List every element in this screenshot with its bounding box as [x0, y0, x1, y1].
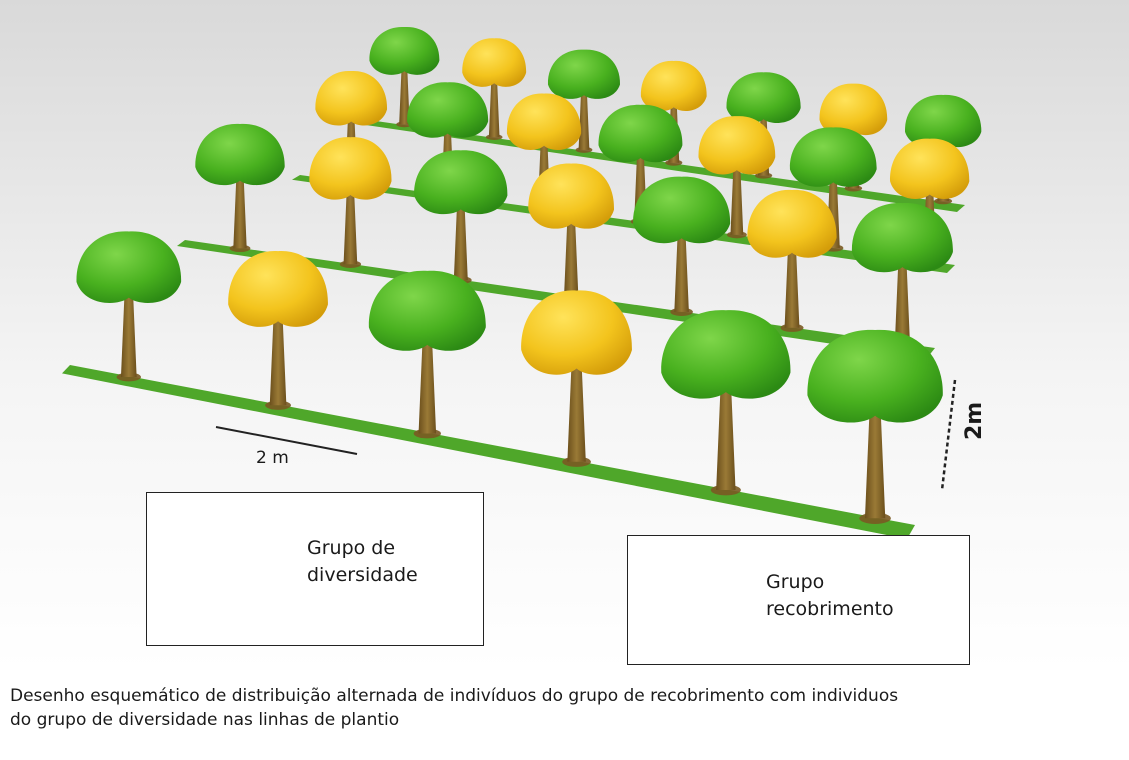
cover-tree [369, 26, 440, 128]
legend-cover-label: Grupo recobrimento [766, 571, 894, 620]
planting-row [347, 26, 982, 212]
scale-2m-vertical-line [940, 379, 957, 491]
legend-diversity-group: Grupo de diversidade [146, 492, 484, 646]
legend-cover-group: Grupo recobrimento [627, 535, 970, 665]
figure-caption: Desenho esquemático de distribuição alte… [10, 686, 899, 730]
diversity-tree [462, 38, 527, 141]
diversity-tree [309, 137, 392, 269]
legend-diversity-label: Grupo de diversidade [307, 537, 418, 586]
cover-tree [851, 203, 953, 348]
cover-tree [661, 310, 791, 496]
cover-tree [195, 123, 285, 253]
planting-rows [62, 26, 982, 539]
diversity-tree [228, 251, 328, 410]
cover-tree [368, 270, 486, 439]
scale-2m-horizontal-line [215, 426, 358, 455]
diversity-tree [521, 290, 632, 467]
diversity-tree [698, 116, 776, 239]
cover-tree [633, 176, 731, 316]
scale-2m-vertical-label: 2m [962, 401, 987, 440]
diversity-tree [747, 189, 837, 332]
scale-2m-horizontal-label: 2 m [256, 448, 289, 468]
cover-tree [547, 49, 621, 153]
cover-tree [807, 329, 943, 524]
cover-tree [414, 150, 508, 284]
planting-row [62, 231, 943, 539]
cover-tree [76, 231, 182, 382]
ground-strip [347, 118, 965, 212]
